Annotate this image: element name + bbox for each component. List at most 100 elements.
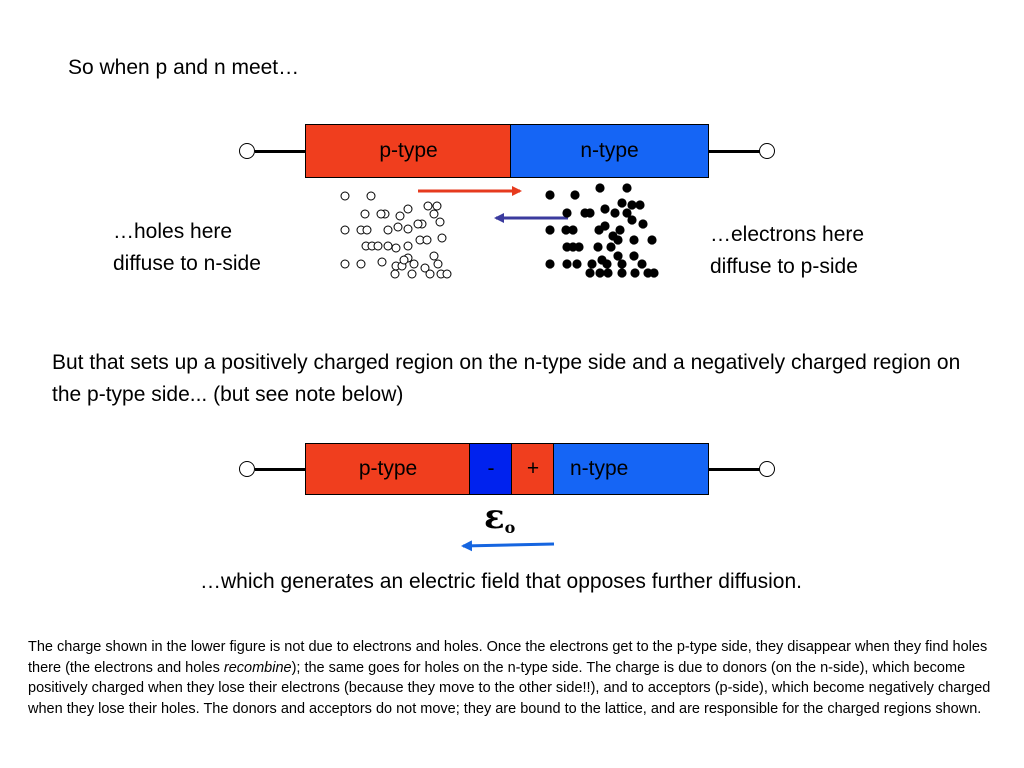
electron — [585, 208, 595, 218]
electron — [562, 208, 572, 218]
hole — [425, 269, 435, 279]
holes-caption-line2: diffuse to n-side — [113, 252, 261, 275]
electron — [622, 208, 632, 218]
hole — [437, 233, 447, 243]
holes-caption: …holes here diffuse to n-side — [113, 216, 261, 280]
hole — [442, 269, 452, 279]
hole — [383, 241, 393, 251]
p-type-region-top: p-type — [305, 124, 512, 178]
right-lead-top — [708, 150, 760, 153]
electron — [600, 204, 610, 214]
electron — [593, 242, 603, 252]
n-type-label-bottom: n-type — [570, 457, 629, 480]
hole — [403, 241, 413, 251]
hole — [403, 224, 413, 234]
electron — [545, 225, 555, 235]
hole — [420, 263, 430, 273]
hole — [391, 243, 401, 253]
electron — [606, 242, 616, 252]
hole — [432, 201, 442, 211]
p-type-label-top: p-type — [379, 139, 438, 162]
electrons-cluster — [545, 183, 659, 278]
left-lead-top — [255, 150, 306, 153]
holes-cluster — [340, 191, 452, 279]
electron — [622, 183, 632, 193]
n-type-region-top: n-type — [510, 124, 709, 178]
electrons-caption-line1: …electrons here — [710, 223, 865, 246]
negative-sign: - — [487, 457, 495, 480]
electron — [595, 268, 605, 278]
footnote-part2: ); the same goes for holes on the n-type… — [28, 659, 991, 717]
hole — [409, 259, 419, 269]
footnote: The charge shown in the lower figure is … — [28, 637, 1004, 719]
electron — [572, 259, 582, 269]
electron — [574, 242, 584, 252]
negative-charge-region: - — [469, 443, 513, 495]
hole — [377, 257, 387, 267]
footnote-part1: The charge shown in the lower figure is … — [28, 639, 988, 676]
hole — [340, 259, 350, 269]
hole — [413, 219, 423, 229]
electron — [649, 268, 659, 278]
hole — [407, 269, 417, 279]
electron — [600, 221, 610, 231]
electron — [602, 259, 612, 269]
right-terminal-top — [759, 143, 775, 159]
electron — [627, 200, 637, 210]
electron — [587, 259, 597, 269]
hole — [383, 225, 393, 235]
left-lead-bottom — [255, 468, 306, 471]
heading: So when p and n meet… — [68, 56, 300, 79]
right-terminal-bottom — [759, 461, 775, 477]
hole — [373, 241, 383, 251]
left-terminal-top — [239, 143, 255, 159]
electron — [585, 268, 595, 278]
epsilon-glyph: ε — [484, 497, 505, 537]
hole — [433, 259, 443, 269]
electron — [568, 225, 578, 235]
electron — [562, 259, 572, 269]
electron — [595, 183, 605, 193]
electron — [635, 200, 645, 210]
hole — [395, 211, 405, 221]
charged-region-statement: But that sets up a positively charged re… — [52, 351, 961, 406]
p-type-region-bottom: p-type — [305, 443, 471, 495]
p-type-label-bottom: p-type — [358, 457, 418, 480]
electron — [638, 219, 648, 229]
hole — [376, 209, 386, 219]
n-type-label-top: n-type — [580, 139, 639, 162]
electron — [617, 268, 627, 278]
electrons-caption: …electrons here diffuse to p-side — [710, 219, 864, 283]
hole — [340, 191, 350, 201]
field-subscript: o — [504, 518, 516, 537]
holes-caption-line1: …holes here — [113, 220, 233, 243]
electron — [570, 190, 580, 200]
hole — [403, 204, 413, 214]
hole — [429, 209, 439, 219]
positive-charge-region: + — [511, 443, 555, 495]
hole — [356, 259, 366, 269]
electrons-caption-line2: diffuse to p-side — [710, 255, 858, 278]
electron — [561, 225, 571, 235]
hole — [399, 255, 409, 265]
hole — [390, 269, 400, 279]
electron — [630, 268, 640, 278]
n-type-region-bottom: n-type — [553, 443, 709, 495]
hole — [366, 191, 376, 201]
electron — [647, 235, 657, 245]
electric-field-symbol: εo — [484, 497, 515, 548]
electron — [545, 190, 555, 200]
electron — [615, 225, 625, 235]
electric-field-arrow — [461, 540, 555, 552]
electron — [617, 198, 627, 208]
left-terminal-bottom — [239, 461, 255, 477]
electron — [629, 235, 639, 245]
conclusion-text: …which generates an electric field that … — [200, 570, 802, 593]
hole — [429, 251, 439, 261]
footnote-italic: recombine — [223, 659, 292, 676]
hole — [393, 222, 403, 232]
right-lead-bottom — [708, 468, 760, 471]
electron — [617, 259, 627, 269]
positive-sign: + — [526, 457, 540, 480]
hole — [362, 225, 372, 235]
